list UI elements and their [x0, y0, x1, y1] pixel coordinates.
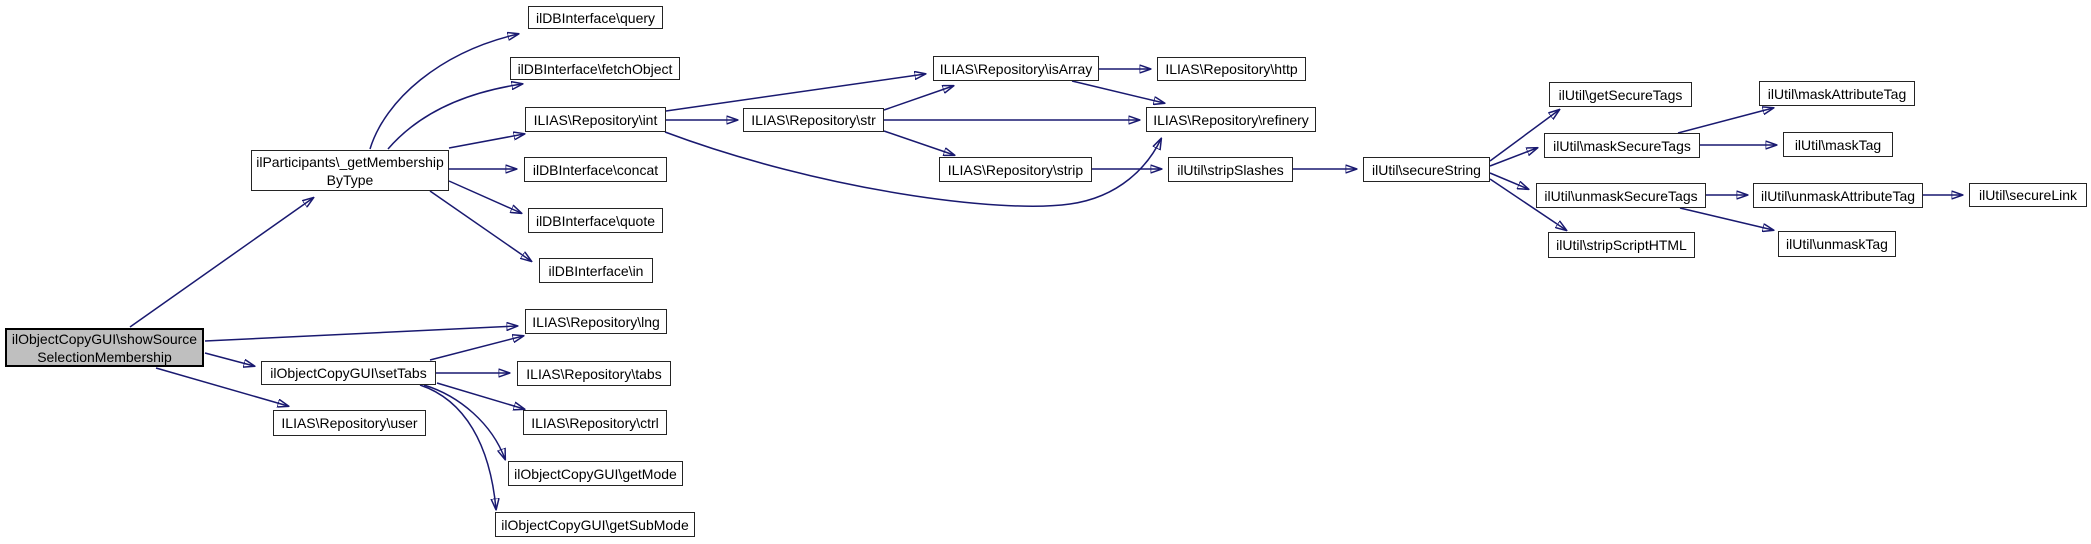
- edge-str-to-strip: [883, 130, 954, 155]
- node-label: ilUtil\maskSecureTags: [1553, 137, 1691, 154]
- node-repo-tabs[interactable]: ILIAS\Repository\tabs: [517, 361, 671, 386]
- edge-settabs-to-ctrl: [436, 382, 524, 409]
- node-label: ilUtil\secureString: [1372, 161, 1481, 178]
- node-label: ilDBInterface\in: [548, 262, 644, 279]
- node-label: ilDBInterface\concat: [532, 161, 659, 178]
- node-label: ILIAS\Repository\refinery: [1153, 111, 1309, 128]
- node-util-strip-slashes[interactable]: ilUtil\stripSlashes: [1168, 157, 1293, 182]
- node-label: ilUtil\maskAttributeTag: [1767, 85, 1907, 102]
- node-label: ilDBInterface\fetchObject: [517, 60, 673, 77]
- edge-main-to-settabs: [204, 352, 254, 366]
- node-util-unmask-tag[interactable]: ilUtil\unmaskTag: [1778, 231, 1896, 257]
- node-label: ilObjectCopyGUI\getSubMode: [501, 516, 689, 533]
- node-repo-lng[interactable]: ILIAS\Repository\lng: [525, 309, 667, 334]
- edge-unmasksecuretags-to-unmasktag: [1679, 207, 1773, 230]
- node-label: ILIAS\Repository\http: [1165, 61, 1298, 77]
- node-label: ILIAS\Repository\strip: [947, 161, 1084, 178]
- edge-securestring-to-unmasksecuretags: [1489, 172, 1528, 189]
- node-repo-str[interactable]: ILIAS\Repository\str: [743, 108, 884, 132]
- edge-getmembershipbytype-to-fetchobject: [387, 84, 522, 150]
- node-label: ilObjectCopyGUI\setTabs: [270, 365, 427, 381]
- node-util-unmask-attribute-tag[interactable]: ilUtil\unmaskAttributeTag: [1753, 183, 1923, 208]
- edge-getmembershipbytype-to-query: [369, 34, 518, 150]
- node-repo-is-array[interactable]: ILIAS\Repository\isArray: [933, 56, 1099, 81]
- edge-masksecuretags-to-maskattributetag: [1677, 108, 1773, 134]
- edge-securestring-to-masksecuretags: [1489, 148, 1537, 167]
- node-label: ILIAS\Repository\lng: [532, 313, 660, 330]
- node-repo-ctrl[interactable]: ILIAS\Repository\ctrl: [523, 410, 667, 435]
- edge-getmembershipbytype-to-in: [429, 190, 531, 261]
- node-db-in[interactable]: ilDBInterface\in: [539, 258, 653, 283]
- node-label: ILIAS\Repository\user: [281, 415, 418, 431]
- node-label: ilObjectCopyGUI\getMode: [514, 465, 677, 482]
- node-util-mask-tag[interactable]: ilUtil\maskTag: [1783, 132, 1893, 157]
- node-label: ilDBInterface\query: [535, 9, 656, 26]
- edge-main-to-getmembershipbytype: [129, 198, 313, 328]
- node-repo-http[interactable]: ILIAS\Repository\http: [1157, 57, 1306, 81]
- node-set-tabs[interactable]: ilObjectCopyGUI\setTabs: [261, 361, 436, 385]
- node-get-sub-mode[interactable]: ilObjectCopyGUI\getSubMode: [495, 512, 695, 537]
- node-util-mask-secure-tags[interactable]: ilUtil\maskSecureTags: [1544, 133, 1700, 158]
- edge-getmembershipbytype-to-quote: [448, 180, 521, 213]
- edge-settabs-to-lng: [429, 336, 523, 361]
- node-label: ilUtil\unmaskAttributeTag: [1760, 187, 1916, 204]
- edge-settabs-to-getsubmode: [419, 384, 496, 509]
- edge-int-to-isarray: [665, 74, 925, 112]
- node-label: ILIAS\Repository\tabs: [526, 365, 662, 382]
- node-label: ilObjectCopyGUI\showSource: [11, 330, 198, 347]
- node-label: ilUtil\stripScriptHTML: [1556, 237, 1687, 253]
- edge-getmembershipbytype-to-int: [448, 134, 524, 149]
- edge-settabs-to-getmode: [423, 384, 505, 459]
- node-label: ilUtil\unmaskTag: [1786, 236, 1888, 252]
- node-util-secure-link[interactable]: ilUtil\secureLink: [1969, 183, 2087, 207]
- node-show-source-selection-membership: ilObjectCopyGUI\showSource SelectionMemb…: [5, 328, 204, 367]
- node-db-fetch-object[interactable]: ilDBInterface\fetchObject: [510, 57, 680, 80]
- node-label: ilUtil\stripSlashes: [1177, 161, 1284, 178]
- node-db-quote[interactable]: ilDBInterface\quote: [528, 208, 663, 233]
- node-repo-int[interactable]: ILIAS\Repository\int: [525, 107, 666, 132]
- node-label: ilUtil\getSecureTags: [1558, 86, 1683, 103]
- node-label: SelectionMembership: [37, 348, 172, 365]
- node-util-unmask-secure-tags[interactable]: ilUtil\unmaskSecureTags: [1536, 183, 1706, 208]
- node-util-strip-script-html[interactable]: ilUtil\stripScriptHTML: [1548, 232, 1695, 258]
- edge-main-to-lng: [204, 326, 517, 342]
- node-get-mode[interactable]: ilObjectCopyGUI\getMode: [508, 461, 683, 486]
- node-label: ilUtil\maskTag: [1794, 136, 1882, 153]
- node-label: ILIAS\Repository\ctrl: [531, 414, 659, 431]
- edge-isarray-to-refinery: [1071, 80, 1164, 103]
- node-util-get-secure-tags[interactable]: ilUtil\getSecureTags: [1549, 82, 1692, 107]
- node-repo-refinery[interactable]: ILIAS\Repository\refinery: [1146, 107, 1316, 132]
- node-label: ilUtil\unmaskSecureTags: [1544, 187, 1698, 204]
- node-db-query[interactable]: ilDBInterface\query: [528, 6, 663, 29]
- node-label: ByType: [326, 171, 374, 188]
- node-label: ilDBInterface\quote: [535, 212, 656, 229]
- edge-str-to-isarray: [883, 86, 953, 111]
- node-util-secure-string[interactable]: ilUtil\secureString: [1363, 157, 1490, 182]
- node-label: ILIAS\Repository\isArray: [939, 60, 1093, 77]
- node-label: ilParticipants\_getMembership: [256, 153, 444, 170]
- node-label: ILIAS\Repository\str: [751, 112, 876, 128]
- node-db-concat[interactable]: ilDBInterface\concat: [524, 157, 667, 182]
- node-util-mask-attribute-tag[interactable]: ilUtil\maskAttributeTag: [1759, 81, 1915, 106]
- node-label: ILIAS\Repository\int: [533, 111, 658, 128]
- node-get-membership-by-type[interactable]: ilParticipants\_getMembership ByType: [251, 150, 449, 191]
- node-repo-user[interactable]: ILIAS\Repository\user: [273, 410, 426, 436]
- node-repo-strip[interactable]: ILIAS\Repository\strip: [939, 157, 1092, 182]
- node-label: ilUtil\secureLink: [1978, 187, 2078, 203]
